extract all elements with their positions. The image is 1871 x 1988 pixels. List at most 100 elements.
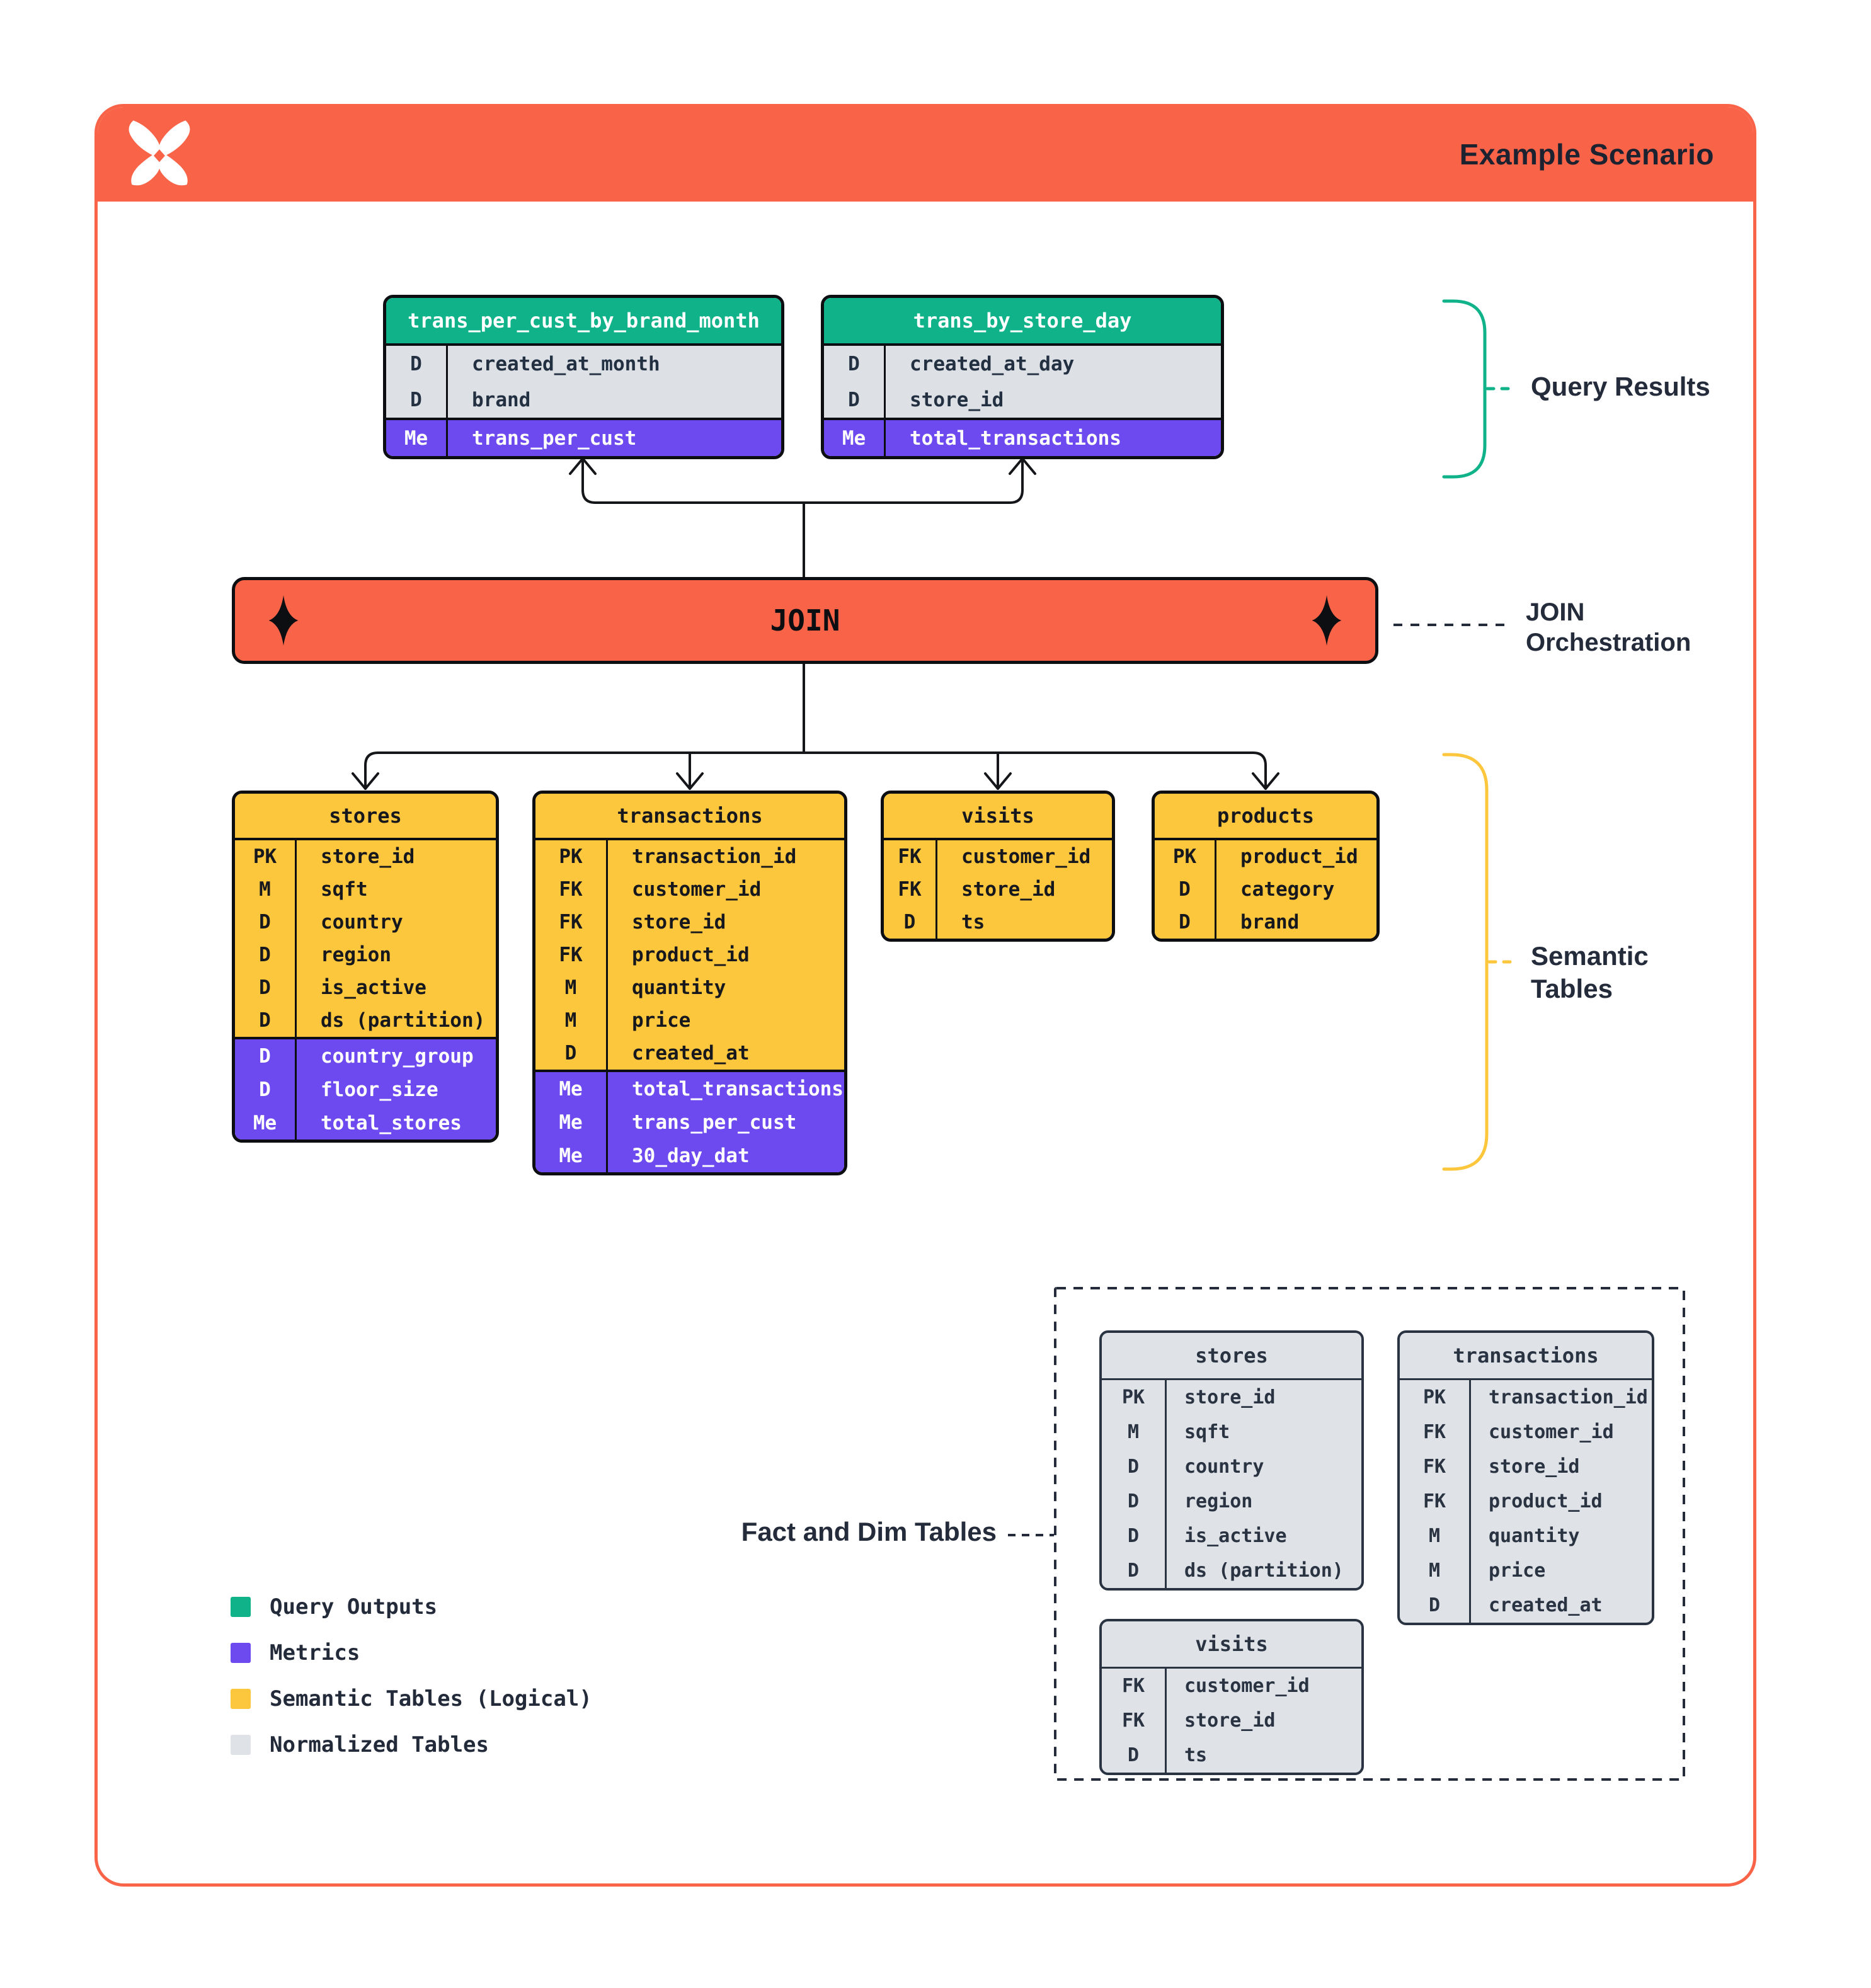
normalized-table-stores: stores PK store_id M sqft D country D re… bbox=[1099, 1330, 1364, 1591]
row-field: transaction_id bbox=[1489, 1386, 1648, 1408]
table-row: D ts bbox=[1102, 1738, 1361, 1773]
row-field: country_group bbox=[321, 1044, 474, 1068]
row-key: PK bbox=[1400, 1380, 1471, 1415]
row-field: ds (partition) bbox=[1184, 1560, 1344, 1582]
row-key: D bbox=[1155, 873, 1216, 906]
yellow-swatch-icon bbox=[231, 1689, 251, 1709]
table-row: D country bbox=[235, 906, 496, 939]
table-row: FK product_id bbox=[1400, 1484, 1652, 1519]
row-key: M bbox=[535, 1004, 608, 1037]
gray-swatch-icon bbox=[231, 1735, 251, 1755]
row-field: category bbox=[1240, 878, 1335, 901]
row-field: price bbox=[1489, 1560, 1546, 1582]
table-row: PK transaction_id bbox=[1400, 1380, 1652, 1415]
row-field: is_active bbox=[321, 976, 426, 999]
row-field: ts bbox=[961, 911, 985, 934]
row-key: D bbox=[1102, 1553, 1167, 1588]
query-table-trans-per-cust-by-brand-month: trans_per_cust_by_brand_month D created_… bbox=[383, 295, 784, 459]
row-key: PK bbox=[235, 840, 297, 873]
table-row: Me total_transactions bbox=[824, 420, 1221, 456]
table-row: D created_at_month bbox=[386, 346, 781, 382]
row-field: customer_id bbox=[1184, 1675, 1310, 1697]
table-row: D ds (partition) bbox=[235, 1004, 496, 1037]
row-key: D bbox=[386, 346, 448, 382]
dimension-section: D created_at_month D brand bbox=[386, 346, 781, 418]
row-field: quantity bbox=[632, 976, 726, 999]
sparkle-icon bbox=[268, 595, 299, 646]
table-row: M price bbox=[1400, 1553, 1652, 1588]
table-row: D store_id bbox=[824, 382, 1221, 418]
row-field: store_id bbox=[321, 845, 415, 868]
table-row: D created_at_day bbox=[824, 346, 1221, 382]
normalized-table-visits: visits FK customer_id FK store_id D ts bbox=[1099, 1619, 1364, 1775]
metric-section: Me trans_per_cust bbox=[386, 418, 781, 456]
row-key: D bbox=[235, 1073, 297, 1106]
table-row: PK transaction_id bbox=[535, 840, 844, 873]
row-key: D bbox=[824, 382, 886, 418]
metric-section: Me total_transactions bbox=[824, 418, 1221, 456]
row-key: Me bbox=[235, 1106, 297, 1140]
legend-item-query-outputs: Query Outputs bbox=[231, 1594, 592, 1620]
semantic-table-products: products PK product_id D category D bran… bbox=[1152, 791, 1380, 942]
row-field: store_id bbox=[1489, 1456, 1580, 1478]
row-key: PK bbox=[535, 840, 608, 873]
legend-item-metrics: Metrics bbox=[231, 1640, 592, 1666]
sparkle-icon bbox=[1312, 595, 1342, 646]
legend-label: Metrics bbox=[270, 1640, 360, 1665]
row-key: D bbox=[1102, 1738, 1167, 1773]
dimension-section: D created_at_day D store_id bbox=[824, 346, 1221, 418]
row-field: country bbox=[321, 911, 403, 934]
table-title: trans_per_cust_by_brand_month bbox=[386, 298, 781, 346]
row-field: product_id bbox=[1240, 845, 1358, 868]
row-field: sqft bbox=[1184, 1421, 1230, 1443]
column-section: PK transaction_id FK customer_id FK stor… bbox=[535, 840, 844, 1070]
row-field: created_at_month bbox=[472, 352, 660, 375]
table-row: D category bbox=[1155, 873, 1376, 906]
column-section: PK store_id M sqft D country D region D … bbox=[235, 840, 496, 1037]
row-key: D bbox=[386, 382, 448, 418]
row-field: created_at_day bbox=[910, 352, 1075, 375]
row-field: brand bbox=[472, 388, 531, 411]
table-row: M quantity bbox=[1400, 1519, 1652, 1553]
table-row: D brand bbox=[1155, 906, 1376, 939]
row-key: D bbox=[535, 1037, 608, 1070]
row-key: D bbox=[1102, 1484, 1167, 1519]
join-node: JOIN bbox=[232, 577, 1378, 664]
row-field: store_id bbox=[1184, 1386, 1276, 1408]
row-field: total_transactions bbox=[632, 1077, 844, 1100]
semantic-table-transactions: transactions PK transaction_id FK custom… bbox=[532, 791, 847, 1175]
table-row: PK store_id bbox=[235, 840, 496, 873]
table-row: FK store_id bbox=[535, 906, 844, 939]
table-row: D region bbox=[235, 939, 496, 971]
label-line: Semantic bbox=[1531, 941, 1649, 971]
column-section: PK product_id D category D brand bbox=[1155, 840, 1376, 939]
row-key: D bbox=[235, 1039, 297, 1073]
row-key: Me bbox=[535, 1072, 608, 1105]
row-field: region bbox=[1184, 1490, 1253, 1512]
row-key: M bbox=[1400, 1519, 1471, 1553]
row-key: FK bbox=[1102, 1669, 1167, 1703]
table-row: FK customer_id bbox=[1102, 1669, 1361, 1703]
row-key: FK bbox=[1102, 1703, 1167, 1738]
table-row: FK product_id bbox=[535, 939, 844, 971]
metric-section: D country_group D floor_size Me total_st… bbox=[235, 1037, 496, 1140]
table-row: FK customer_id bbox=[1400, 1415, 1652, 1449]
row-key: FK bbox=[1400, 1484, 1471, 1519]
semantic-table-stores: stores PK store_id M sqft D country D re… bbox=[232, 791, 499, 1143]
table-row: Me total_stores bbox=[235, 1106, 496, 1140]
green-swatch-icon bbox=[231, 1597, 251, 1617]
page-title: Example Scenario bbox=[1459, 138, 1714, 171]
row-key: Me bbox=[535, 1105, 608, 1139]
row-field: sqft bbox=[321, 878, 368, 901]
row-key: FK bbox=[884, 840, 937, 873]
table-row: FK customer_id bbox=[884, 840, 1112, 873]
row-key: FK bbox=[1400, 1449, 1471, 1484]
label-semantic-tables: Semantic Tables bbox=[1531, 940, 1649, 1005]
semantic-table-visits: visits FK customer_id FK store_id D ts bbox=[881, 791, 1115, 942]
row-field: created_at bbox=[632, 1042, 750, 1065]
table-row: D is_active bbox=[235, 971, 496, 1004]
table-row: D region bbox=[1102, 1484, 1361, 1519]
table-row: Me total_transactions bbox=[535, 1072, 844, 1105]
table-row: M sqft bbox=[235, 873, 496, 906]
